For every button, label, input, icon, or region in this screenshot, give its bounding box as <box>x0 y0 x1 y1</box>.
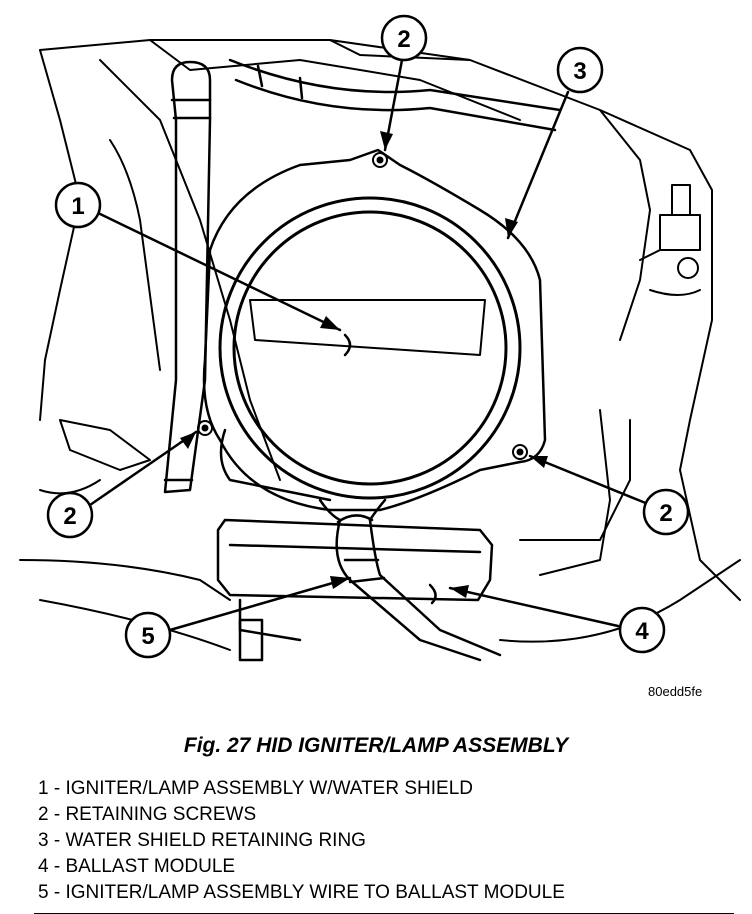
leader-4 <box>448 586 620 628</box>
legend-item: 3 - WATER SHIELD RETAINING RING <box>38 830 366 851</box>
svg-text:5: 5 <box>141 623 154 650</box>
callout-4: 4 <box>618 606 666 654</box>
callout-2-right: 2 <box>642 488 690 536</box>
svg-text:4: 4 <box>635 618 649 645</box>
callout-1: 1 <box>54 181 102 229</box>
legend-item: 4 - BALLAST MODULE <box>38 856 236 877</box>
igniter-wire <box>318 498 502 662</box>
callout-3: 3 <box>556 46 604 94</box>
vertical-tube <box>163 60 212 494</box>
hid-igniter-lamp-illustration: 1 2 3 2 2 5 4 <box>19 14 741 662</box>
svg-text:2: 2 <box>659 500 672 527</box>
hose <box>228 58 562 132</box>
figure-code: 80edd5fe <box>648 684 703 699</box>
screw-top <box>372 152 388 168</box>
svg-text:2: 2 <box>63 503 76 530</box>
leader-lines <box>88 58 650 632</box>
water-shield-plate <box>202 148 547 512</box>
igniter-lamp-face <box>249 299 486 357</box>
legend-item: 1 - IGNITER/LAMP ASSEMBLY W/WATER SHIELD <box>38 778 473 799</box>
callout-2-left: 2 <box>46 491 94 539</box>
screw-left <box>197 420 213 436</box>
leader-3 <box>506 90 570 240</box>
arrowheads <box>180 131 548 598</box>
svg-text:3: 3 <box>573 58 586 85</box>
leader-5 <box>168 576 352 632</box>
left-bracket <box>39 139 161 495</box>
leader-1 <box>94 210 342 332</box>
side-connector <box>639 184 701 296</box>
leader-2-left <box>88 430 198 507</box>
retaining-screws <box>197 152 528 460</box>
screw-right <box>512 444 528 460</box>
leader-2-right <box>528 454 650 506</box>
callout-5: 5 <box>124 611 172 659</box>
callout-2-top: 2 <box>380 14 428 62</box>
retaining-ring <box>218 196 522 500</box>
ballast-module <box>216 518 494 662</box>
headlamp-housing <box>19 39 741 651</box>
svg-text:1: 1 <box>71 193 84 220</box>
legend-list: 1 - IGNITER/LAMP ASSEMBLY W/WATER SHIELD… <box>38 776 565 906</box>
legend-item: 2 - RETAINING SCREWS <box>38 804 257 825</box>
legend-item: 5 - IGNITER/LAMP ASSEMBLY WIRE TO BALLAS… <box>38 882 565 903</box>
figure-title: Fig. 27 HID IGNITER/LAMP ASSEMBLY <box>183 734 569 757</box>
svg-text:2: 2 <box>397 26 410 53</box>
